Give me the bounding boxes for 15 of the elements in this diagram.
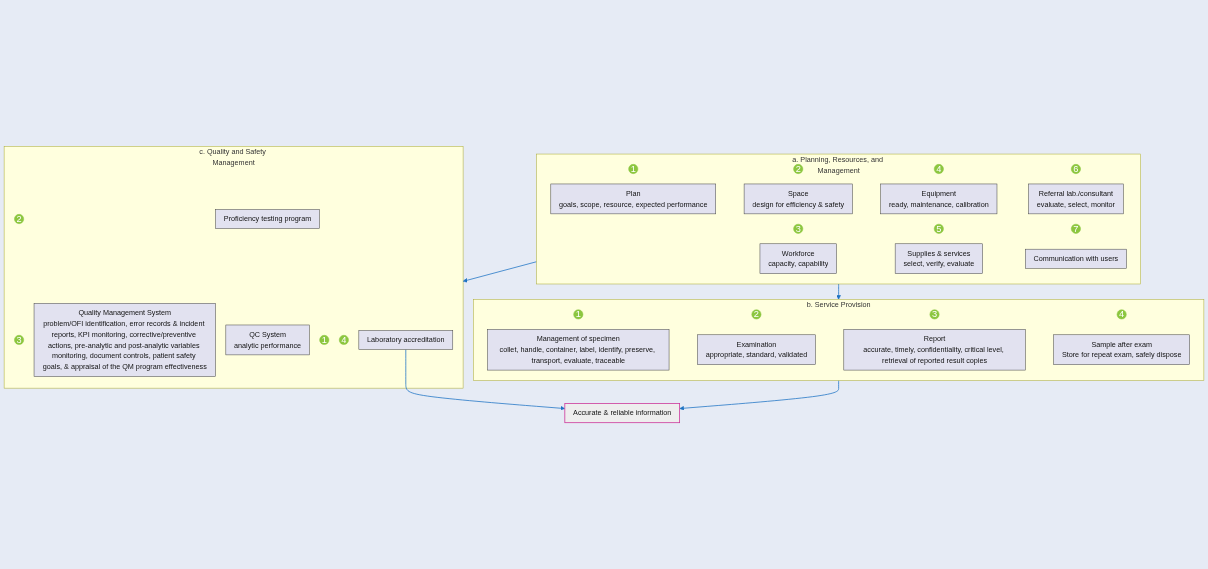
node-circle: 4: [339, 335, 349, 345]
node-circle: 2: [751, 309, 762, 320]
node-circle: 4: [1116, 309, 1127, 320]
node-circle: 2: [793, 164, 804, 174]
node-circle: 3: [793, 223, 804, 234]
node-circle: 3: [14, 335, 24, 345]
node-circle: 2: [14, 214, 24, 224]
node-circle: 3: [929, 309, 940, 320]
node-circle: 1: [573, 309, 584, 320]
node-circle: 6: [1071, 164, 1081, 174]
node-circle: 7: [1071, 223, 1081, 234]
node-circle: 5: [933, 223, 944, 234]
node-circle: 4: [933, 164, 944, 174]
node-circle: 1: [628, 164, 639, 174]
node-circle: 1: [319, 335, 330, 345]
